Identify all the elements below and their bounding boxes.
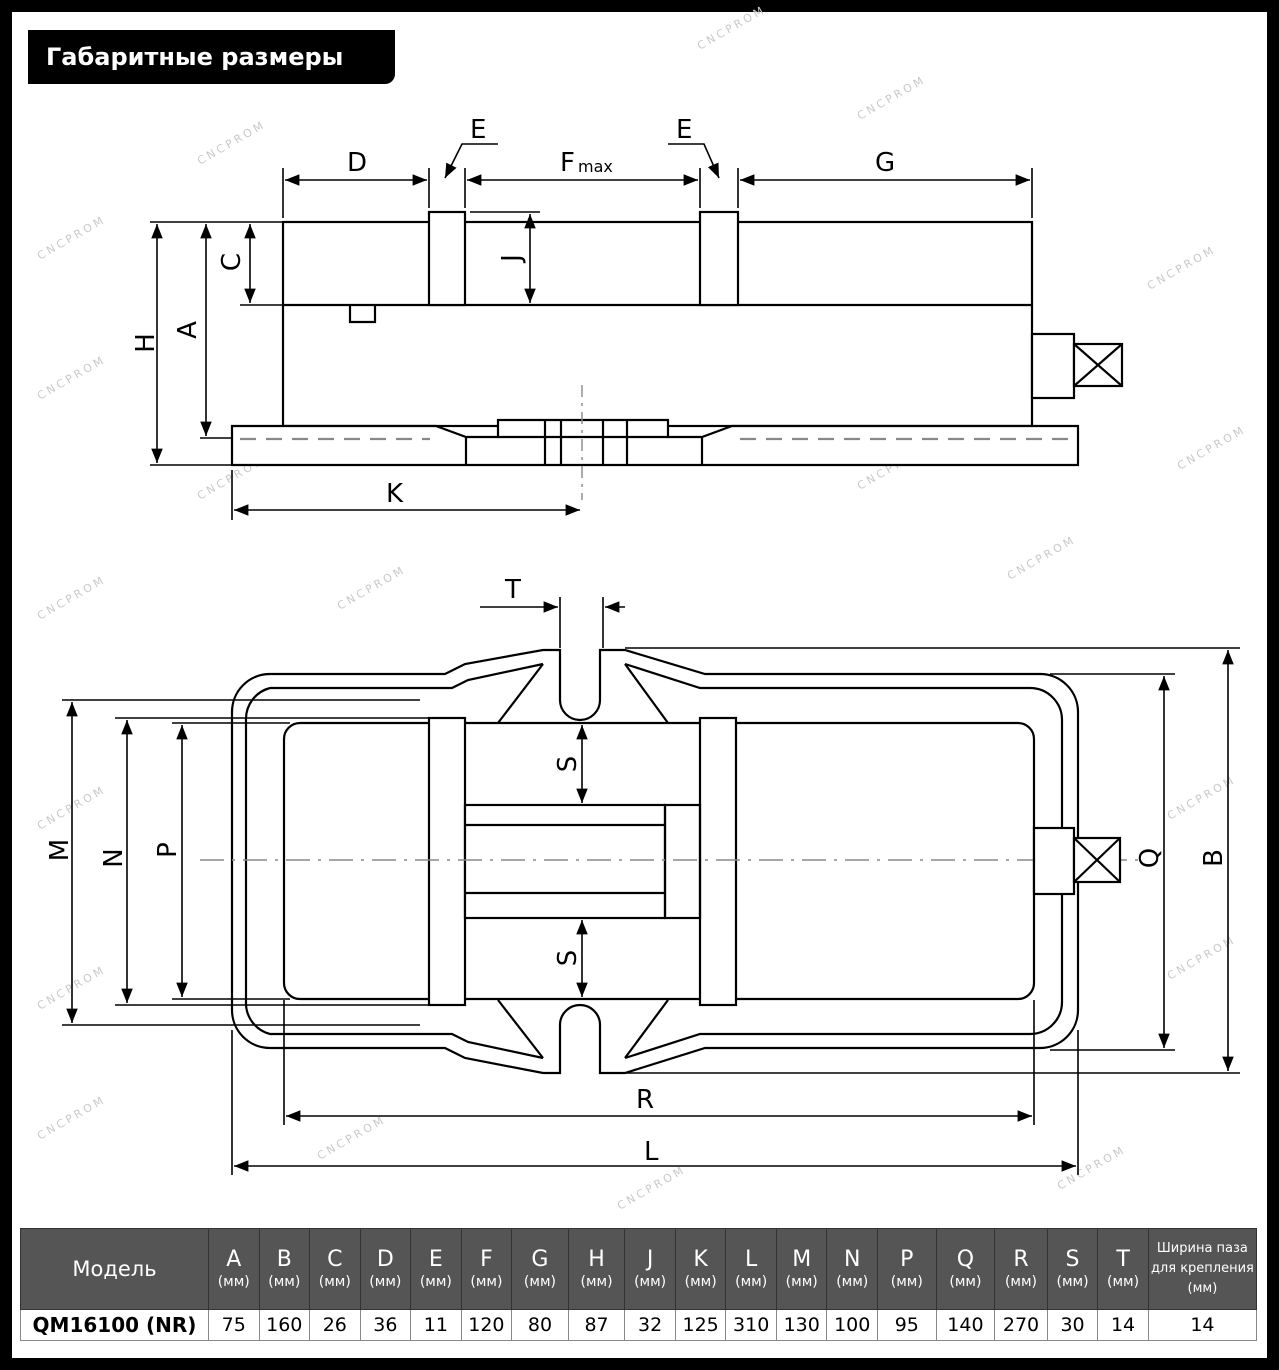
svg-text:CNCPROM: CNCPROM: [1145, 243, 1218, 293]
dim-label-e-right: E: [676, 115, 692, 145]
cell-h: 87: [567, 1309, 626, 1341]
header-model: Модель: [20, 1228, 209, 1310]
dim-label-d: D: [347, 148, 367, 178]
dim-label-e-left: E: [470, 115, 486, 145]
cell-f: 120: [460, 1309, 513, 1341]
header-d: D(мм): [359, 1228, 412, 1310]
dim-label-t: T: [504, 575, 521, 605]
side-view-labels: D E E F max G C J A H K: [131, 115, 895, 509]
svg-text:CNCPROM: CNCPROM: [695, 3, 768, 53]
cell-q: 140: [935, 1309, 996, 1341]
cell-m: 130: [775, 1309, 828, 1341]
side-view: [230, 210, 1124, 500]
cell-slot-width: 14: [1147, 1309, 1258, 1341]
cell-g: 80: [511, 1309, 569, 1341]
svg-text:CNCPROM: CNCPROM: [855, 73, 928, 123]
dim-label-a: A: [173, 321, 203, 339]
dim-label-l: L: [644, 1137, 659, 1167]
cell-s: 30: [1046, 1309, 1099, 1341]
dim-label-k: K: [386, 479, 404, 509]
cell-l: 310: [725, 1309, 777, 1341]
cell-r: 270: [994, 1309, 1048, 1341]
dim-label-m: M: [45, 839, 75, 861]
svg-text:CNCPROM: CNCPROM: [615, 1163, 688, 1213]
dim-label-r: R: [636, 1085, 654, 1115]
header-l: L(мм): [725, 1228, 777, 1310]
svg-text:CNCPROM: CNCPROM: [35, 1093, 108, 1143]
cell-t: 14: [1097, 1309, 1149, 1341]
dim-label-s-lower: S: [553, 950, 583, 967]
cell-model: QM16100 (NR): [20, 1309, 209, 1341]
header-h: H(мм): [567, 1228, 626, 1310]
dim-label-h: H: [131, 333, 161, 353]
dim-label-p: P: [153, 842, 183, 858]
header-j: J(мм): [624, 1228, 676, 1310]
header-a: A(мм): [207, 1228, 260, 1310]
dim-label-s-upper: S: [553, 756, 583, 773]
cell-e: 11: [410, 1309, 462, 1341]
top-view: [200, 648, 1140, 1075]
header-t: T(мм): [1097, 1228, 1149, 1310]
dim-label-c: C: [217, 253, 247, 271]
cell-b: 160: [258, 1309, 311, 1341]
dim-label-b: B: [1199, 849, 1229, 867]
svg-text:CNCPROM: CNCPROM: [335, 563, 408, 613]
header-e: E(мм): [410, 1228, 462, 1310]
cell-d: 36: [359, 1309, 412, 1341]
svg-text:CNCPROM: CNCPROM: [35, 353, 108, 403]
svg-text:CNCPROM: CNCPROM: [1005, 533, 1078, 583]
header-f: F(мм): [460, 1228, 513, 1310]
header-r: R(мм): [994, 1228, 1048, 1310]
header-n: N(мм): [826, 1228, 878, 1310]
svg-text:CNCPROM: CNCPROM: [1175, 423, 1248, 473]
header-s: S(мм): [1046, 1228, 1099, 1310]
header-k: K(мм): [674, 1228, 727, 1310]
header-slot-width: Ширина паза для крепления (мм): [1147, 1228, 1258, 1310]
svg-text:CNCPROM: CNCPROM: [195, 118, 268, 168]
svg-text:CNCPROM: CNCPROM: [1055, 1143, 1128, 1193]
cell-j: 32: [624, 1309, 676, 1341]
dim-label-j: J: [497, 254, 527, 264]
dim-label-n: N: [99, 848, 129, 867]
top-view-labels: T M N P S S Q B R L: [45, 575, 1229, 1167]
svg-text:CNCPROM: CNCPROM: [35, 213, 108, 263]
top-view-dimensions: [62, 597, 1240, 1175]
header-p: P(мм): [877, 1228, 937, 1310]
header-b: B(мм): [258, 1228, 311, 1310]
page-title: Габаритные размеры: [28, 30, 395, 84]
header-m: M(мм): [775, 1228, 828, 1310]
cell-n: 100: [826, 1309, 878, 1341]
specs-table: Модель A(мм) B(мм) C(мм) D(мм) E(мм) F(м…: [20, 1228, 1258, 1341]
table-header-row: Модель A(мм) B(мм) C(мм) D(мм) E(мм) F(м…: [20, 1228, 1258, 1310]
technical-drawing: CNCPROM CNCPROM CNCPROM CNCPROM CNCPROM …: [35, 3, 1248, 1213]
side-view-dimensions: [150, 143, 1033, 520]
cell-c: 26: [309, 1309, 361, 1341]
dim-label-f-sub: max: [578, 157, 613, 176]
header-g: G(мм): [511, 1228, 569, 1310]
cell-p: 95: [877, 1309, 937, 1341]
dim-label-g: G: [875, 148, 895, 178]
cell-k: 125: [674, 1309, 727, 1341]
header-c: C(мм): [309, 1228, 361, 1310]
dim-label-f: F: [560, 148, 575, 178]
table-row: QM16100 (NR) 75 160 26 36 11 120 80 87 3…: [20, 1309, 1258, 1341]
dim-label-q: Q: [1135, 848, 1165, 868]
svg-text:CNCPROM: CNCPROM: [35, 573, 108, 623]
svg-text:CNCPROM: CNCPROM: [315, 1113, 388, 1163]
cell-a: 75: [207, 1309, 260, 1341]
header-q: Q(мм): [935, 1228, 996, 1310]
